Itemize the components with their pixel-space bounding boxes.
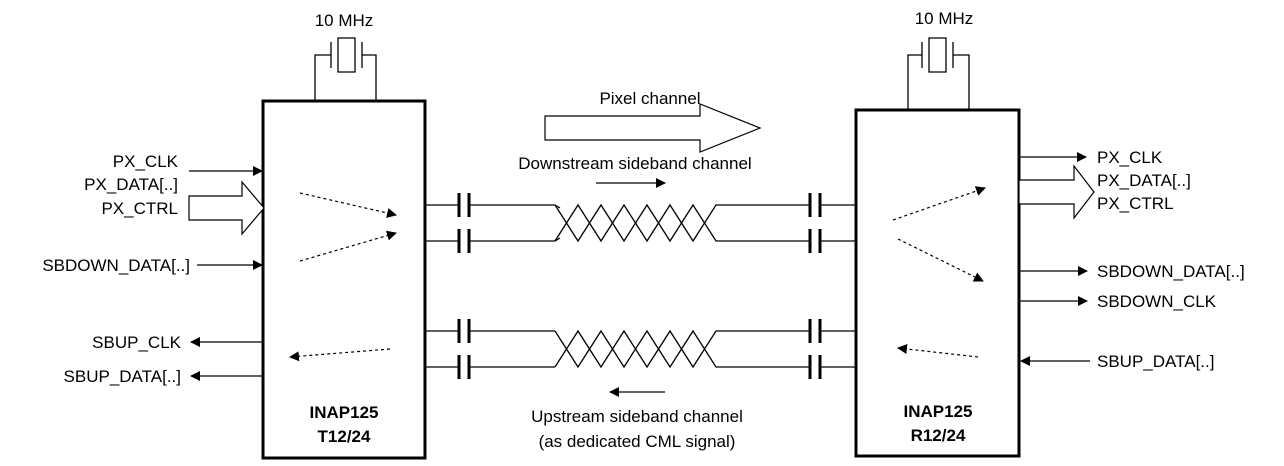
transmitter-variant: T12/24: [318, 427, 371, 446]
receiver-variant: R12/24: [911, 426, 966, 445]
tx-px-data-label: PX_DATA[..]: [84, 175, 178, 194]
receiver-name: INAP125: [904, 402, 973, 421]
downstream-channel-label: Downstream sideband channel: [518, 154, 751, 173]
rx-sbup-data-label: SBUP_DATA[..]: [1097, 352, 1214, 371]
crystal-oscillator-rx: [907, 37, 970, 110]
rx-clock-label: 10 MHz: [915, 9, 974, 28]
rx-px-ctrl-label: PX_CTRL: [1097, 194, 1174, 213]
rx-px-data-label: PX_DATA[..]: [1097, 171, 1191, 190]
rx-px-clk-label: PX_CLK: [1097, 148, 1163, 167]
tx-sbup-clk-label: SBUP_CLK: [92, 333, 181, 352]
pixel-channel-label: Pixel channel: [599, 89, 700, 108]
rx-internal-arrow-lower: [897, 238, 984, 282]
rx-sbdown-clk-label: SBDOWN_CLK: [1097, 292, 1217, 311]
tx-clock-label: 10 MHz: [315, 11, 374, 30]
rx-px-bus-arrow: [1018, 164, 1095, 220]
rx-internal-arrow-upstream: [897, 344, 979, 358]
tx-internal-arrow-upper: [299, 192, 397, 218]
tx-px-bus-arrow: [188, 180, 265, 236]
tx-internal-arrow-upstream: [289, 348, 391, 362]
tx-px-clk-label: PX_CLK: [113, 152, 179, 171]
rx-sbdown-data-label: SBDOWN_DATA[..]: [1097, 262, 1245, 281]
transmitter-chip: [261, 99, 427, 460]
pixel-channel-arrow: [544, 103, 762, 153]
tx-internal-arrow-lower: [299, 230, 397, 262]
tx-sbdown-data-label: SBDOWN_DATA[..]: [42, 256, 190, 275]
tx-sbup-data-label: SBUP_DATA[..]: [64, 367, 181, 386]
upstream-channel-label-line1: Upstream sideband channel: [531, 407, 743, 426]
upstream-channel-label-line2: (as dedicated CML signal): [539, 432, 736, 451]
rx-internal-arrow-upper: [892, 186, 986, 221]
crystal-oscillator-tx: [314, 37, 377, 101]
receiver-chip: [854, 108, 1021, 458]
upstream-differential-pair: [425, 319, 856, 379]
transmitter-name: INAP125: [310, 403, 379, 422]
tx-px-ctrl-label: PX_CTRL: [101, 199, 178, 218]
downstream-differential-pair: [425, 193, 856, 253]
